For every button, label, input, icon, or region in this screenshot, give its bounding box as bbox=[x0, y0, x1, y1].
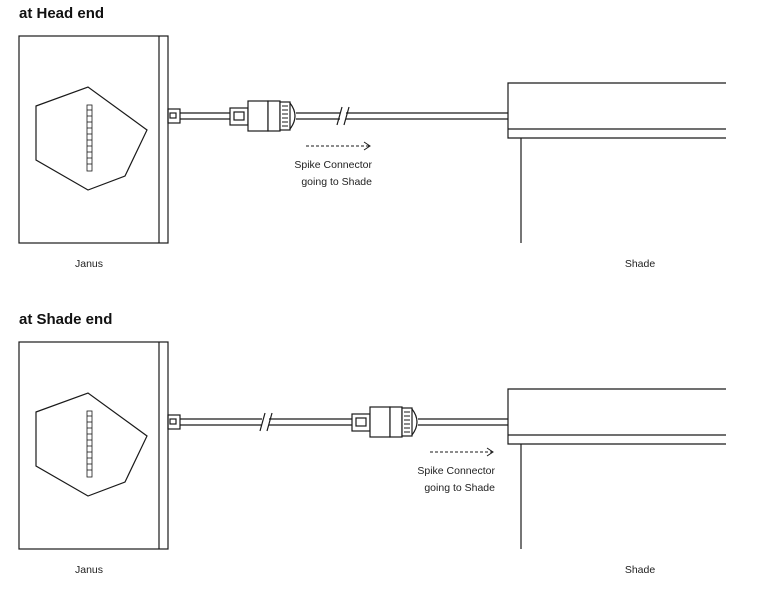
connector-label-line1: Spike Connector bbox=[294, 159, 372, 171]
shade-housing bbox=[507, 388, 726, 549]
shade-label: Shade bbox=[625, 564, 656, 576]
hexagon-outline bbox=[35, 86, 148, 191]
section-title-shade-end: at Shade end bbox=[19, 311, 113, 328]
device-label: Janus bbox=[75, 258, 103, 270]
device-port bbox=[167, 108, 181, 124]
section-title-head-end: at Head end bbox=[19, 5, 105, 22]
janus-device bbox=[18, 35, 169, 244]
device-port bbox=[167, 414, 181, 430]
direction-arrow bbox=[430, 447, 494, 457]
shade-housing bbox=[507, 82, 726, 243]
spike-connector bbox=[351, 406, 418, 438]
diagram-head-end: Spike Connector going to Shade Janus Sha… bbox=[18, 35, 726, 270]
connector-label-line2: going to Shade bbox=[424, 482, 495, 494]
diagram-shade-end: Spike Connector going to Shade Janus Sha… bbox=[18, 341, 726, 576]
device-label: Janus bbox=[75, 564, 103, 576]
shade-label: Shade bbox=[625, 258, 656, 270]
connector-label-line2: going to Shade bbox=[301, 176, 372, 188]
cable-break-mark bbox=[336, 106, 350, 126]
janus-device bbox=[18, 341, 169, 550]
terminal-column bbox=[86, 104, 93, 172]
direction-arrow bbox=[306, 141, 371, 151]
hexagon-outline bbox=[35, 392, 148, 497]
connector-label-line1: Spike Connector bbox=[417, 465, 495, 477]
terminal-column bbox=[86, 410, 93, 478]
cable-break-mark bbox=[259, 412, 273, 432]
spike-connector bbox=[229, 100, 296, 132]
